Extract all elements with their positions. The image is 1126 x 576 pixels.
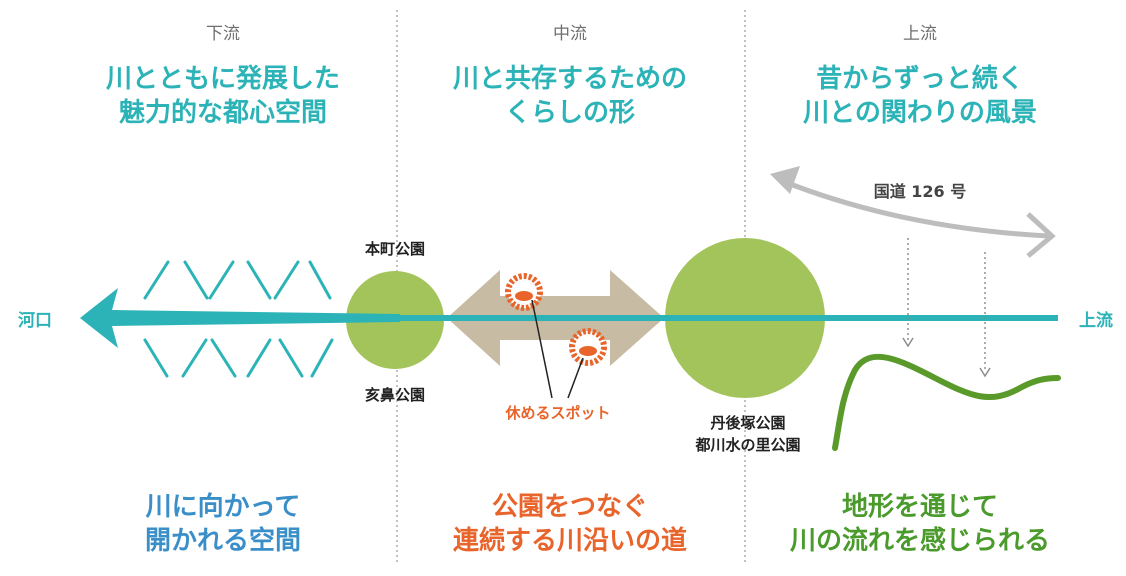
heading-midstream: 川と共存するための くらしの形 xyxy=(452,64,687,128)
footer-downstream: 川に向かって 開かれる空間 xyxy=(144,492,301,556)
open-space-marks xyxy=(143,260,334,378)
terrain-drop-arrow-1 xyxy=(902,337,914,348)
route-arrowhead-right xyxy=(1026,212,1056,258)
route-126-label: 国道 126 号 xyxy=(873,182,967,201)
route-arrowhead-left xyxy=(770,166,800,194)
rest-spot-pointer-1 xyxy=(531,299,553,399)
heading-downstream: 川とともに発展した 魅力的な都心空間 xyxy=(105,64,340,128)
river-mouth-arrow xyxy=(80,288,400,348)
terrain-line xyxy=(832,353,1061,451)
heading-upstream: 昔からずっと続く 川との関わりの風景 xyxy=(803,64,1037,128)
motomachi-park-label: 本町公園 xyxy=(364,240,425,258)
rest-spot-label: 休めるスポット xyxy=(505,404,611,422)
terrain-drop-arrow-2 xyxy=(979,367,991,378)
river-mouth-label: 河口 xyxy=(18,311,52,331)
tangozuka-park-label: 丹後塚公園 都川水の里公園 xyxy=(695,414,801,454)
route-126-arrow xyxy=(779,177,1049,239)
gaibi-park-label: 亥鼻公園 xyxy=(364,386,425,404)
upstream-end-label: 上流 xyxy=(1079,311,1113,331)
rest-spot-icon-1 xyxy=(505,273,543,311)
rest-spot-pointer-2 xyxy=(567,357,584,399)
footer-upstream: 地形を通じて 川の流れを感じられる xyxy=(789,492,1050,556)
rest-spot-icon-2 xyxy=(569,328,607,366)
section-label-upstream: 上流 xyxy=(903,24,937,44)
section-label-midstream: 中流 xyxy=(553,24,587,44)
footer-midstream: 公園をつなぐ 連続する川沿いの道 xyxy=(452,492,687,556)
section-label-downstream: 下流 xyxy=(206,24,240,44)
